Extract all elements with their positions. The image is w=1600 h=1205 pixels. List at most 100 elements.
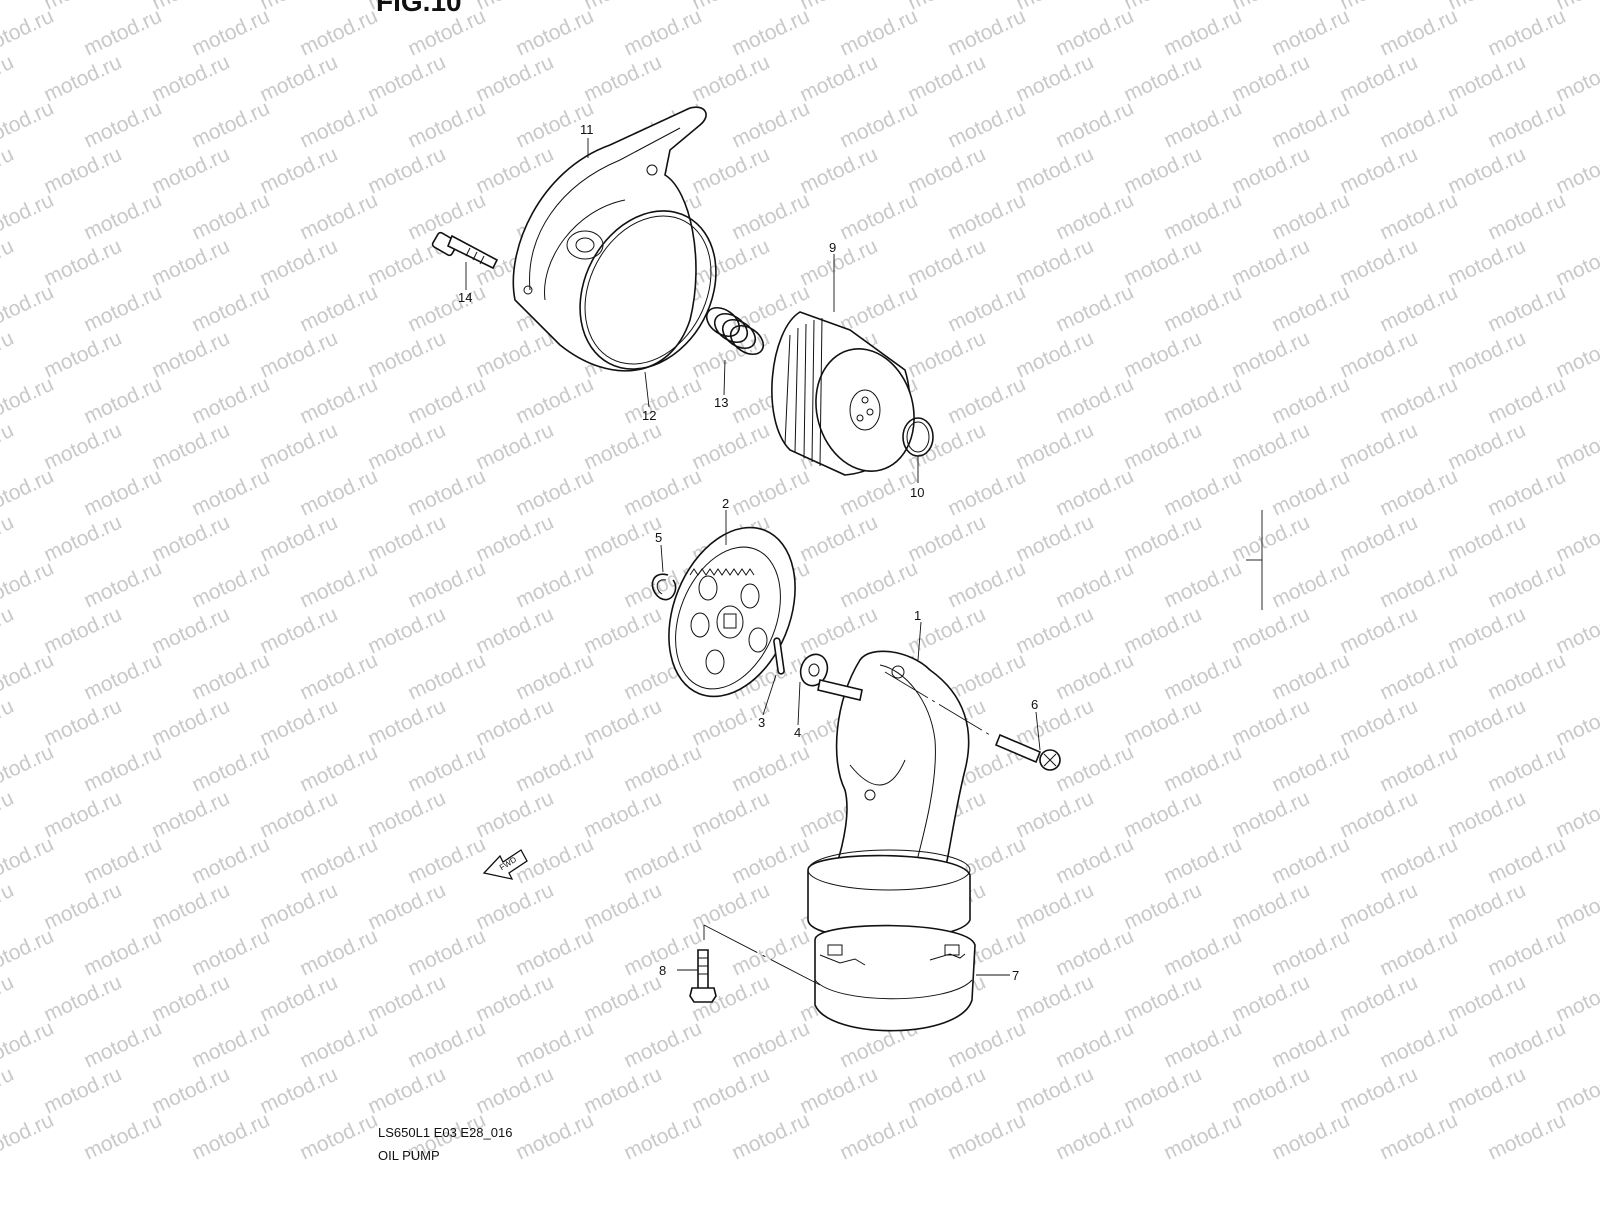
watermark-text: motod.ru bbox=[1052, 5, 1137, 61]
watermark-text: motod.ru bbox=[1228, 327, 1313, 383]
watermark-text: motod.ru bbox=[364, 1063, 449, 1119]
leader-lines bbox=[465, 138, 1041, 986]
watermark-text: motod.ru bbox=[472, 1063, 557, 1119]
watermark-text: motod.ru bbox=[1336, 511, 1421, 567]
callout-3: 3 bbox=[758, 715, 765, 730]
watermark-text: motod.ru bbox=[1444, 511, 1529, 567]
watermark-text: motod.ru bbox=[1052, 1109, 1137, 1165]
watermark-text: motod.ru bbox=[472, 879, 557, 935]
watermark-text: motod.ru bbox=[1120, 971, 1205, 1027]
watermark-text: motod.ru bbox=[404, 925, 489, 981]
watermark-text: motod.ru bbox=[1336, 879, 1421, 935]
watermark-text: motod.ru bbox=[1052, 741, 1137, 797]
watermark-text: motod.ru bbox=[80, 1017, 165, 1073]
watermark-text: motod.ru bbox=[1336, 235, 1421, 291]
watermark-text: motod.ru bbox=[256, 143, 341, 199]
watermark-text: motod.ru bbox=[0, 143, 17, 199]
watermark-text: motod.ru bbox=[1336, 51, 1421, 107]
watermark-text: motod.ru bbox=[148, 143, 233, 199]
watermark-text: motod.ru bbox=[0, 0, 17, 15]
watermark-text: motod.ru bbox=[1268, 557, 1353, 613]
watermark-text: motod.ru bbox=[148, 327, 233, 383]
watermark-text: motod.ru bbox=[1268, 281, 1353, 337]
watermark-text: motod.ru bbox=[580, 787, 665, 843]
callout-13: 13 bbox=[714, 395, 728, 410]
watermark-text: motod.ru bbox=[512, 1017, 597, 1073]
watermark-text: motod.ru bbox=[148, 235, 233, 291]
watermark-text: motod.ru bbox=[1336, 143, 1421, 199]
watermark-text: motod.ru bbox=[1228, 51, 1313, 107]
watermark-text: motod.ru bbox=[80, 925, 165, 981]
watermark-text: motod.ru bbox=[1484, 925, 1569, 981]
watermark-text: motod.ru bbox=[836, 97, 921, 153]
watermark-text: motod.ru bbox=[472, 511, 557, 567]
watermark-text: motod.ru bbox=[40, 51, 125, 107]
watermark-text: motod.ru bbox=[512, 5, 597, 61]
watermark-text: motod.ru bbox=[0, 327, 17, 383]
watermark-text: motod.ru bbox=[688, 879, 773, 935]
watermark-text: motod.ru bbox=[728, 465, 813, 521]
watermark-text: motod.ru bbox=[1012, 143, 1097, 199]
watermark-text: motod.ru bbox=[620, 373, 705, 429]
watermark-text: motod.ru bbox=[1268, 649, 1353, 705]
watermark-text: motod.ru bbox=[1052, 1017, 1137, 1073]
watermark-text: motod.ru bbox=[40, 235, 125, 291]
watermark-text: motod.ru bbox=[80, 1109, 165, 1165]
watermark-text: motod.ru bbox=[1052, 465, 1137, 521]
watermark-text: motod.ru bbox=[688, 0, 773, 15]
watermark-text: motod.ru bbox=[1160, 5, 1245, 61]
watermark-text: motod.ru bbox=[40, 1063, 125, 1119]
callout-labels: 1 2 3 4 5 6 7 8 9 10 11 12 13 14 bbox=[458, 122, 1038, 983]
watermark-text: motod.ru bbox=[40, 419, 125, 475]
watermark-text: motod.ru bbox=[1376, 465, 1461, 521]
watermark-text: motod.ru bbox=[1012, 695, 1097, 751]
watermark-text: motod.ru bbox=[1376, 557, 1461, 613]
watermark-text: motod.ru bbox=[1484, 833, 1569, 889]
watermark-text: motod.ru bbox=[1052, 189, 1137, 245]
watermark-text: motod.ru bbox=[0, 419, 17, 475]
watermark-text: motod.ru bbox=[580, 511, 665, 567]
watermark-text: motod.ru bbox=[404, 557, 489, 613]
watermark-text: motod.ru bbox=[1376, 281, 1461, 337]
watermark-text: motod.ru bbox=[1484, 649, 1569, 705]
watermark-text: motod.ru bbox=[688, 235, 773, 291]
watermark-text: motod.ru bbox=[296, 925, 381, 981]
watermark-text: motod.ru bbox=[472, 143, 557, 199]
watermark-text: motod.ru bbox=[1336, 419, 1421, 475]
callout-5: 5 bbox=[655, 530, 662, 545]
watermark-text: motod.ru bbox=[148, 51, 233, 107]
watermark-text: motod.ru bbox=[1120, 787, 1205, 843]
watermark-text: motod.ru bbox=[256, 419, 341, 475]
watermark-text: motod.ru bbox=[364, 603, 449, 659]
watermark-text: motod.ru bbox=[580, 0, 665, 15]
watermark-text: motod.ru bbox=[1484, 373, 1569, 429]
watermark-text: motod.ru bbox=[1228, 787, 1313, 843]
watermark-text: motod.ru bbox=[512, 373, 597, 429]
watermark-text: motod.ru bbox=[796, 0, 881, 15]
watermark-text: motod.ru bbox=[1012, 0, 1097, 15]
watermark-text: motod.ru bbox=[256, 695, 341, 751]
watermark-text: motod.ru bbox=[1444, 51, 1529, 107]
watermark-text: motod.ru bbox=[148, 511, 233, 567]
watermark-text: motod.ru bbox=[1268, 373, 1353, 429]
watermark-text: motod.ru bbox=[1160, 281, 1245, 337]
watermark-text: motod.ru bbox=[40, 695, 125, 751]
watermark-text: motod.ru bbox=[688, 419, 773, 475]
watermark-text: motod.ru bbox=[1120, 235, 1205, 291]
watermark-text: motod.ru bbox=[512, 741, 597, 797]
oil-pump-body bbox=[807, 650, 976, 1032]
watermark-text: motod.ru bbox=[620, 465, 705, 521]
watermark-text: motod.ru bbox=[1012, 419, 1097, 475]
watermark-text: motod.ru bbox=[1336, 1063, 1421, 1119]
watermark-text: motod.ru bbox=[944, 465, 1029, 521]
watermark-text: motod.ru bbox=[1376, 373, 1461, 429]
watermark-text: motod.ru bbox=[1376, 741, 1461, 797]
watermark-text: motod.ru bbox=[1376, 1017, 1461, 1073]
watermark-text: motod.ru bbox=[620, 5, 705, 61]
watermark-text: motod.ru bbox=[472, 327, 557, 383]
callout-2: 2 bbox=[722, 496, 729, 511]
watermark-text: motod.ru bbox=[1160, 925, 1245, 981]
watermark-text: motod.ru bbox=[944, 97, 1029, 153]
watermark-text: motod.ru bbox=[1228, 695, 1313, 751]
watermark-text: motod.ru bbox=[580, 603, 665, 659]
